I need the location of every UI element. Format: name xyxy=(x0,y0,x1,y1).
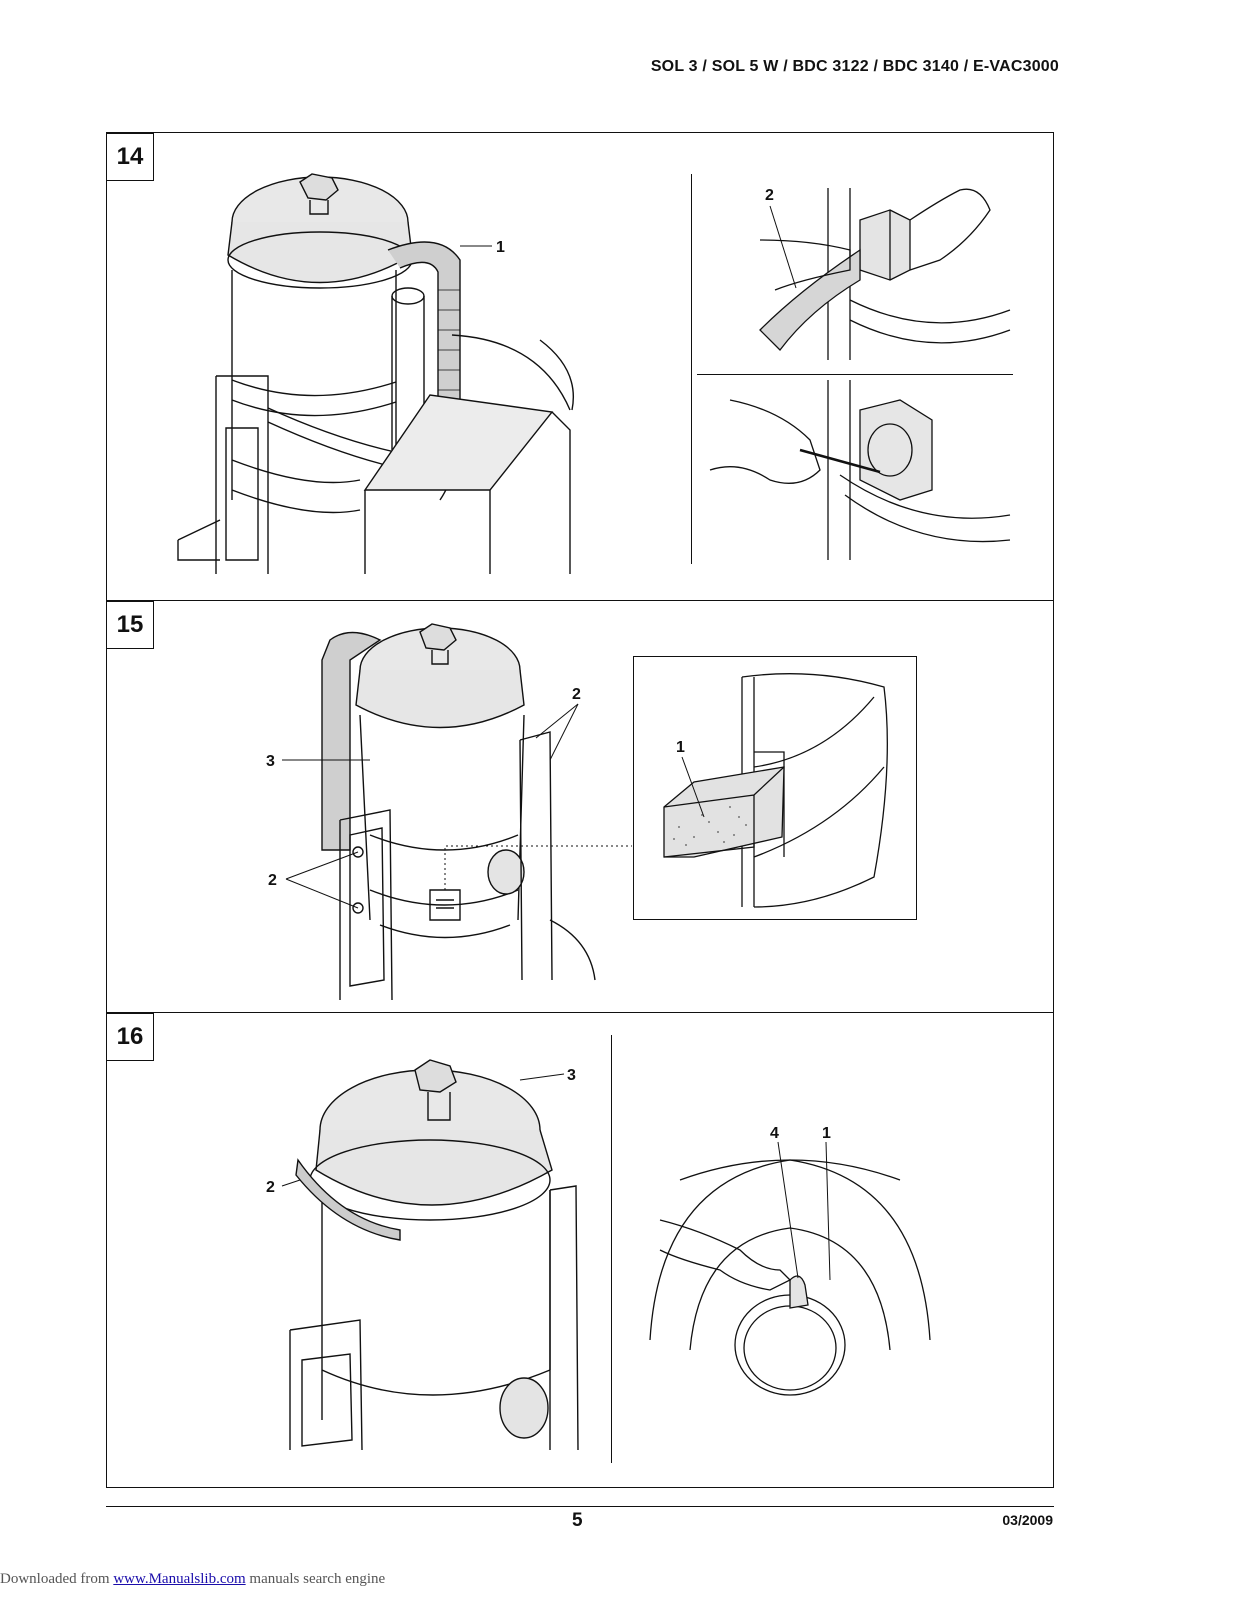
page-header-title: SOL 3 / SOL 5 W / BDC 3122 / BDC 3140 / … xyxy=(650,58,1059,75)
figure-14-vertical-separator xyxy=(691,174,692,564)
figure-divider-16 xyxy=(106,1012,1054,1013)
figure-14-horizontal-separator xyxy=(697,374,1013,375)
figure-14-callout-2: 2 xyxy=(765,187,774,204)
figure-number-14: 14 xyxy=(106,133,154,181)
figure-16-callout-2: 2 xyxy=(266,1179,275,1196)
figure-number-16: 16 xyxy=(106,1013,154,1061)
download-prefix: Downloaded from xyxy=(0,1571,114,1587)
figure-15-callout-3: 3 xyxy=(266,753,275,770)
figure-15-inset-frame xyxy=(633,656,917,920)
figure-16-callout-1: 1 xyxy=(822,1125,831,1142)
figure-15-callout-2-right: 2 xyxy=(572,686,581,703)
figure-14-hose-connection-detail: 2 xyxy=(759,187,1011,360)
figure-divider-15 xyxy=(106,600,1054,601)
figure-15-vacuum-illustration: 3 2 2 xyxy=(266,623,632,1001)
figure-frame xyxy=(106,132,1054,1488)
page-number: 5 xyxy=(572,1510,583,1531)
figure-16-callout-4: 4 xyxy=(770,1125,779,1142)
footer-rule xyxy=(106,1506,1054,1507)
figure-14-callout-1: 1 xyxy=(496,239,505,256)
figure-15-callout-2-left: 2 xyxy=(268,872,277,889)
figure-15-callout-1: 1 xyxy=(676,739,685,756)
figure-15-foam-pad-detail: 1 xyxy=(663,673,888,908)
figure-16-vacuum-illustration: 3 2 xyxy=(266,1059,579,1451)
figure-number-15: 15 xyxy=(106,601,154,649)
manualslib-link[interactable]: www.Manualslib.com xyxy=(113,1571,246,1587)
figure-16-vertical-separator xyxy=(611,1035,612,1463)
figure-14-screw-detail xyxy=(709,380,1011,560)
footer-date: 03/2009 xyxy=(1002,1512,1053,1528)
figure-16-filter-detail: 4 1 xyxy=(649,1125,931,1396)
figure-14-vacuum-illustration: 1 xyxy=(177,173,574,574)
download-note: Downloaded from www.Manualslib.com manua… xyxy=(0,1571,385,1588)
download-suffix: manuals search engine xyxy=(245,1571,386,1587)
figure-16-callout-3: 3 xyxy=(567,1067,576,1084)
